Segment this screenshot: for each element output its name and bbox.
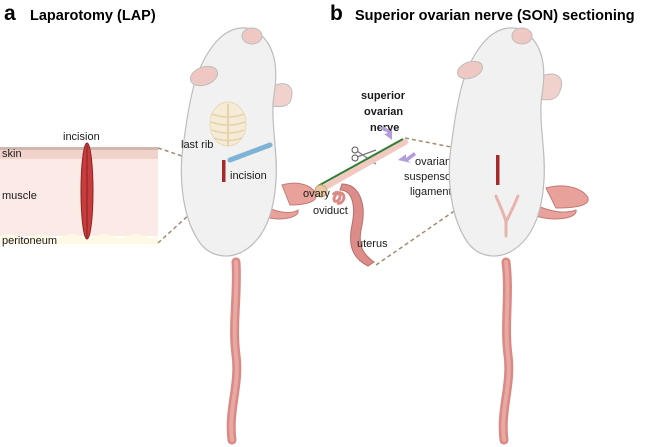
rib-cage <box>209 101 247 147</box>
ovary-shape <box>314 184 328 198</box>
mouse-b <box>448 27 589 445</box>
oviduct-shape <box>331 190 346 205</box>
ribs <box>210 113 246 142</box>
skin-surface <box>0 147 158 150</box>
peritoneum-label: peritoneum <box>2 235 57 247</box>
uterus-shape <box>339 183 375 267</box>
superior-ovarian-nerve <box>317 138 404 187</box>
muscle-label: muscle <box>2 190 37 202</box>
peritoneum-layer <box>0 234 158 244</box>
son-label-line2: ovarian <box>364 106 403 118</box>
mouse-a-ear-right <box>241 27 263 45</box>
mouse-b-body <box>448 27 545 257</box>
body-incision <box>222 160 226 182</box>
panel-b: b Superior ovarian nerve (SON) sectionin… <box>303 2 635 445</box>
last-rib-marker <box>227 142 273 163</box>
panel-b-letter: b <box>330 2 343 25</box>
mouse-b-hind-leg <box>545 185 589 209</box>
arrow-icon-nerve <box>380 126 392 140</box>
suspensory-ligament <box>317 139 408 193</box>
muscle-layer <box>0 159 158 236</box>
mouse-b-incision <box>496 155 500 185</box>
oviduct-label: oviduct <box>313 205 348 217</box>
panel-a: a Laparotomy (LAP) incision skin muscle … <box>0 2 317 445</box>
mouse-a <box>180 27 317 445</box>
mouse-a-hind-leg-2 <box>261 204 299 220</box>
body-incision-label: incision <box>230 170 267 182</box>
panel-b-title: Superior ovarian nerve (SON) sectioning <box>355 8 635 24</box>
panel-a-title: Laparotomy (LAP) <box>30 8 156 24</box>
ovary-label: ovary <box>303 188 330 200</box>
mouse-b-ear-left <box>456 60 484 80</box>
arrow-icon-ligament <box>398 152 416 163</box>
mouse-a-ear-left <box>189 65 219 87</box>
ligament-label-line2: suspensory <box>404 171 461 183</box>
skin-label: skin <box>2 148 22 160</box>
mouse-b-tail-highlight <box>501 260 511 442</box>
mouse-a-tail-highlight <box>229 260 239 442</box>
ligament-label-line3: ligament <box>410 186 452 198</box>
mouse-b-uterus-y <box>494 194 520 238</box>
zoom-line-b-bottom <box>375 184 493 266</box>
tissue-cross-section <box>0 142 158 244</box>
last-rib-label: last rib <box>181 139 213 151</box>
mouse-b-ear-right <box>511 27 533 45</box>
son-label-line1: superior <box>361 90 406 102</box>
panel-a-letter: a <box>4 2 16 25</box>
mouse-b-hind-leg-2 <box>535 204 577 220</box>
incision-label-top: incision <box>63 131 100 143</box>
ligament-label-line1: ovarian <box>415 156 451 168</box>
uterus-label: uterus <box>357 238 388 250</box>
